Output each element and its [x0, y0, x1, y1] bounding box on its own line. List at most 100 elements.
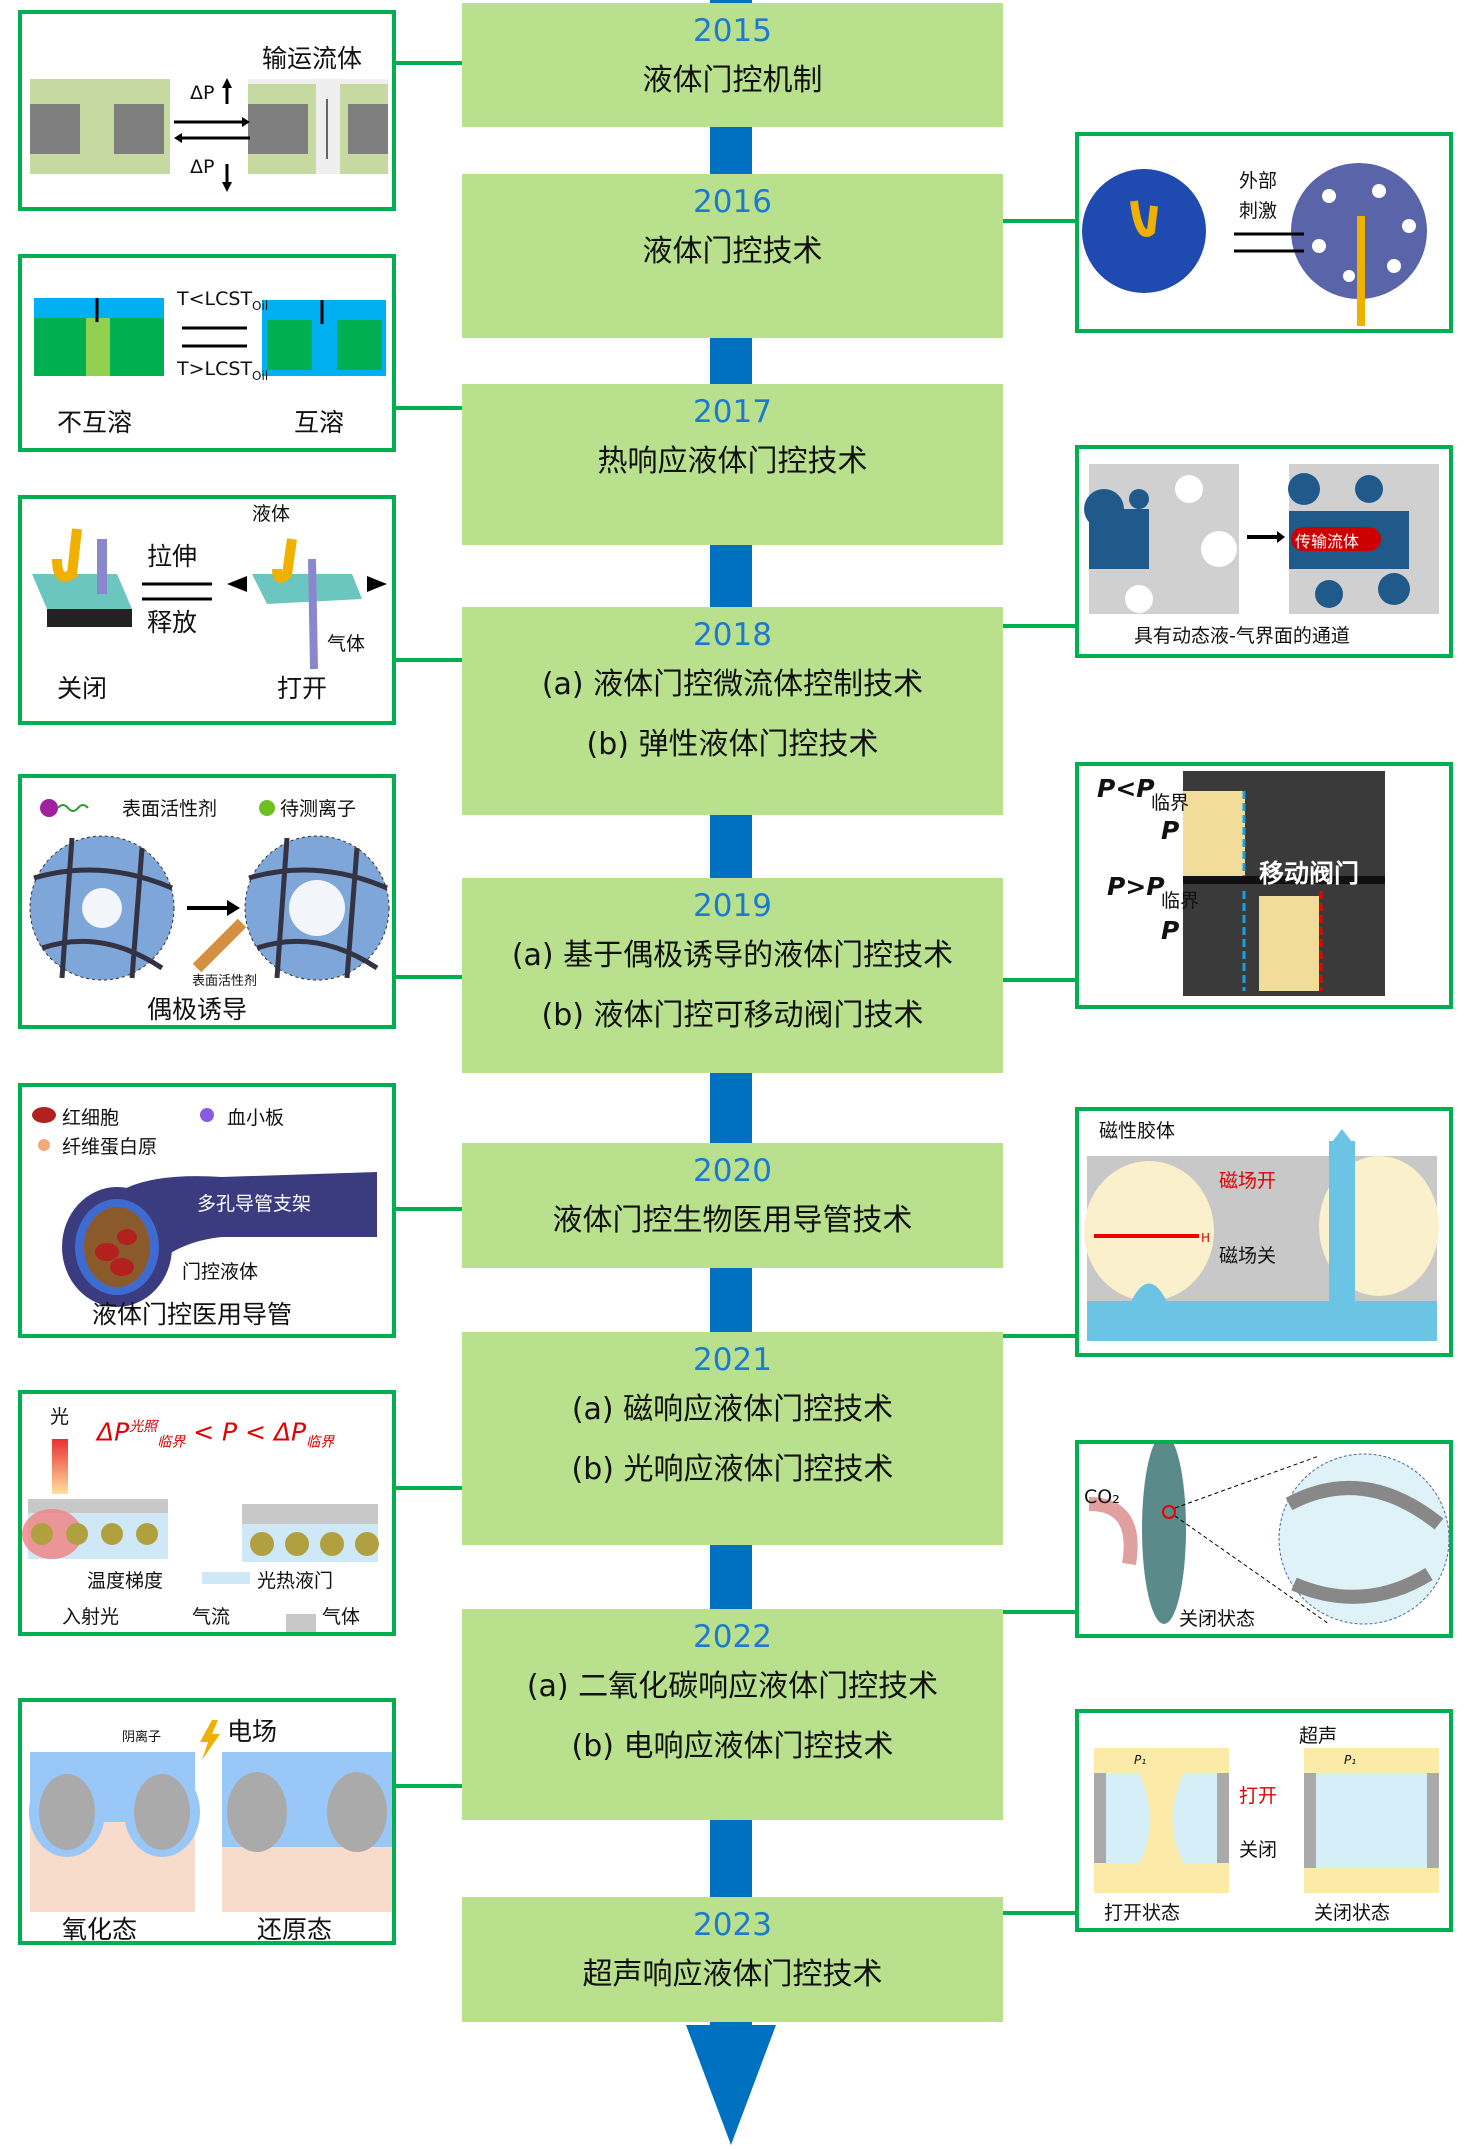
tech-label: (b) 光响应液体门控技术 [571, 1452, 894, 1487]
connector [396, 1784, 462, 1788]
open-label: 打开 [1239, 1785, 1278, 1807]
tech-label: 液体门控技术 [642, 234, 823, 269]
anion-legend: 阴离子 [122, 1730, 162, 1745]
year-box-2019: 2019 (a) 基于偶极诱导的液体门控技术 (b) 液体门控可移动阀门技术 [462, 878, 1003, 1073]
oil-subscript: Oil [252, 368, 269, 383]
p1-label: P₁ [1134, 1753, 1147, 1767]
elastic-gating-diagram [32, 528, 387, 670]
miscible-label: 互溶 [294, 408, 345, 437]
stretch-label: 拉伸 [147, 542, 198, 571]
panel-2018-microfluidic: 传输流体 具有动态液-气界面的通道 [1075, 445, 1453, 658]
tech-label: (a) 基于偶极诱导的液体门控技术 [511, 938, 954, 973]
year-label: 2017 [693, 394, 772, 430]
tech-label: 超声响应液体门控技术 [582, 1957, 883, 1992]
pressure-formula: ΔP光照临界 < P < ΔP临界 [97, 1416, 334, 1451]
magnetic-colloid-label: 磁性胶体 [1099, 1120, 1176, 1142]
lcst-diagram [34, 298, 386, 376]
panel-2023-ultrasound: 超声 P₁ P₁ 打开 关闭 打开状态 关闭状态 [1075, 1709, 1453, 1932]
year-box-2020: 2020 液体门控生物医用导管技术 [462, 1143, 1003, 1268]
closed-state-label: 关闭状态 [1314, 1902, 1391, 1924]
p-label: P [1161, 816, 1180, 845]
formula-sub: 临界 [306, 1434, 335, 1451]
gas-legend: 气体 [322, 1606, 361, 1628]
release-label: 释放 [147, 608, 198, 637]
panel-2019-dipole: 表面活性剂 待测离子 表面活性剂 偶极诱导 [18, 774, 396, 1029]
connector [1003, 978, 1075, 982]
year-label: 2023 [693, 1907, 772, 1943]
panel-2022-co2: CO₂ 关闭状态 [1075, 1440, 1453, 1638]
panel-2021-magnetic: 磁性胶体 磁场开 H 磁场关 [1075, 1107, 1453, 1357]
membrane-diagram [1082, 163, 1427, 326]
reduced-label: 还原态 [257, 1915, 333, 1944]
formula-sup: 光照 [129, 1419, 158, 1435]
connector [396, 658, 462, 662]
scaffold-label: 多孔导管支架 [197, 1193, 312, 1215]
panel-2020-catheter: 红细胞 血小板 纤维蛋白原 多孔导管支架 门控液体 液体门控医用导管 [18, 1083, 396, 1338]
panel-2022-electric: 阴离子 电场 氧化态 还原态 [18, 1698, 396, 1945]
electric-field-label: 电场 [227, 1717, 278, 1746]
year-label: 2019 [693, 888, 772, 924]
tech-label: 液体门控机制 [642, 63, 823, 98]
open-state-label: 打开状态 [1104, 1902, 1181, 1924]
light-label: 光 [50, 1406, 70, 1428]
connector [396, 61, 462, 65]
photothermal-gate-legend: 光热液门 [257, 1570, 334, 1592]
tech-label: (b) 弹性液体门控技术 [586, 727, 879, 762]
oxidized-label: 氧化态 [62, 1915, 138, 1944]
tech-label: 热响应液体门控技术 [597, 444, 868, 479]
p-label: P [1161, 916, 1180, 945]
gating-liquid-label: 门控液体 [182, 1261, 259, 1283]
year-label: 2021 [693, 1342, 772, 1378]
year-label: 2020 [693, 1153, 772, 1189]
year-label: 2015 [693, 13, 772, 49]
caption: 液体门控医用导管 [92, 1300, 293, 1329]
crit-sub: 临界 [1161, 890, 1200, 912]
year-box-2021: 2021 (a) 磁响应液体门控技术 (b) 光响应液体门控技术 [462, 1332, 1003, 1545]
p-less-label: P<P [1097, 774, 1155, 803]
p1-label: P₁ [1344, 1753, 1357, 1767]
formula-part: < P < ΔP [193, 1417, 307, 1447]
tech-label: (a) 二氧化碳响应液体门控技术 [526, 1669, 939, 1704]
stimulus-label: 外部 [1239, 170, 1278, 192]
panel-2016-stimulus: 外部 刺激 [1075, 132, 1453, 333]
dipole-diagram [29, 799, 390, 981]
gating-pore-diagram [30, 78, 388, 192]
year-box-2015: 2015 液体门控机制 [462, 3, 1003, 127]
closed-state-label: 关闭状态 [1179, 1608, 1256, 1630]
h-label: H [1201, 1231, 1211, 1245]
oil-subscript: Oil [252, 298, 269, 313]
connector [1003, 219, 1075, 223]
panel-2019-valve: P<P 临界 P P>P 临界 P 移动阀门 [1075, 762, 1453, 1009]
close-label: 关闭 [1239, 1839, 1278, 1861]
caption: 偶极诱导 [147, 995, 248, 1024]
caption: 具有动态液-气界面的通道 [1134, 625, 1350, 647]
connector [1003, 1911, 1075, 1915]
formula-part: ΔP [97, 1417, 130, 1447]
cond-low-label: T<LCSTOil [177, 288, 268, 313]
connector [1003, 1334, 1075, 1338]
cond-high-label: T>LCSTOil [177, 358, 268, 383]
year-box-2022: 2022 (a) 二氧化碳响应液体门控技术 (b) 电响应液体门控技术 [462, 1609, 1003, 1820]
year-box-2017: 2017 热响应液体门控技术 [462, 384, 1003, 545]
co2-diagram [1088, 1444, 1449, 1625]
surfactant-legend: 表面活性剂 [122, 798, 218, 820]
year-label: 2022 [693, 1619, 772, 1655]
cond-low-text: T<LCST [177, 288, 253, 310]
transport-fluid-label: 传输流体 [1295, 532, 1360, 551]
p-greater-label: P>P [1107, 872, 1165, 901]
pressure-down-label: ΔP [190, 156, 215, 178]
fibrin-legend: 纤维蛋白原 [62, 1136, 158, 1158]
tech-label: (a) 磁响应液体门控技术 [571, 1392, 894, 1427]
magnetic-diagram [1084, 1129, 1439, 1341]
year-box-2018: 2018 (a) 液体门控微流体控制技术 (b) 弹性液体门控技术 [462, 607, 1003, 815]
crit-sub: 临界 [1151, 792, 1190, 814]
channel-diagram [1084, 464, 1439, 614]
tech-label: 液体门控生物医用导管技术 [552, 1203, 913, 1238]
closed-label: 关闭 [57, 674, 108, 703]
immiscible-label: 不互溶 [57, 408, 133, 437]
rbc-legend: 红细胞 [62, 1107, 120, 1129]
temp-gradient-legend: 温度梯度 [87, 1570, 164, 1592]
timeline-arrow-icon [686, 2025, 776, 2145]
tech-label: (b) 液体门控可移动阀门技术 [541, 998, 924, 1033]
connector [396, 975, 462, 979]
